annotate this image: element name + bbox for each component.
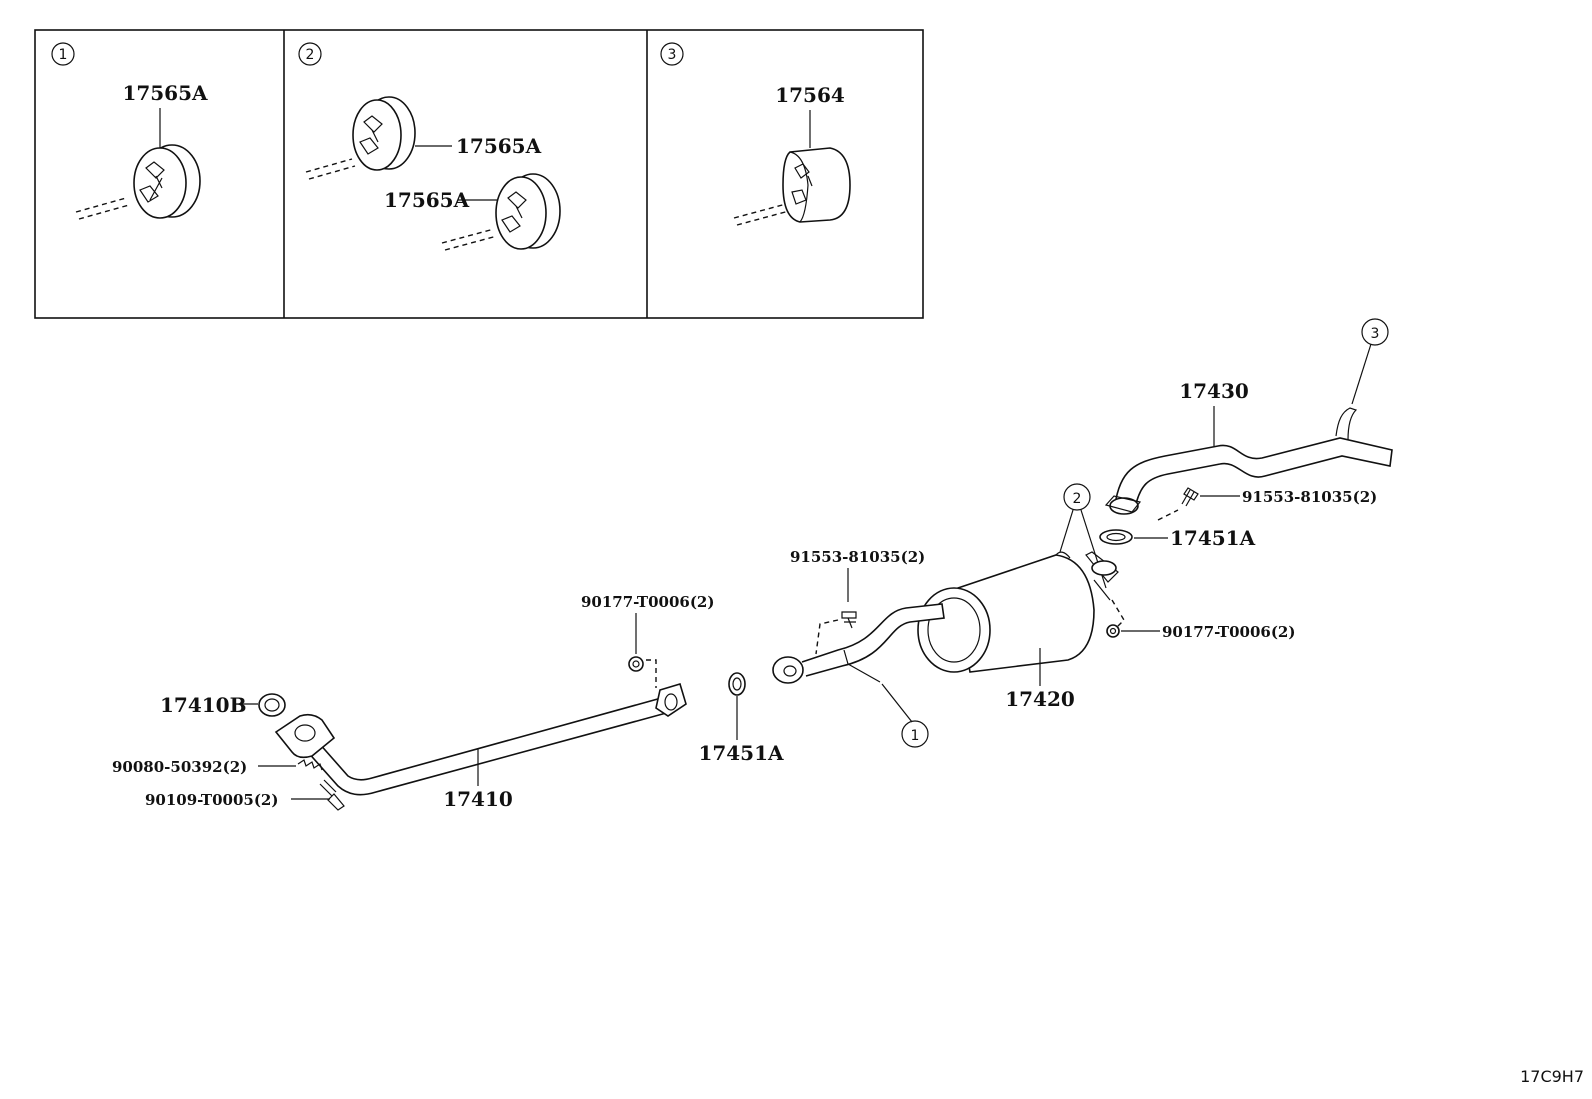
part-label-17420: 17420 [1005,687,1075,711]
spring-icon [297,759,323,771]
fastener-label: 91553-81035(2) [1242,488,1377,506]
hanger-rod-icon [305,158,356,180]
dashed-guide [646,659,657,688]
fastener-label: 90109-T0005(2) [145,791,278,809]
hanger-bracket-icon [843,649,881,683]
leader-line [881,683,913,723]
leader-line [1059,509,1074,553]
callout-circle [660,42,684,66]
callout-number: 2 [306,47,315,63]
hanger-rubber-icon [495,173,561,250]
callout-circle [298,42,322,66]
dashed-guide [1157,509,1179,521]
part-label-17451A: 17451A [698,741,784,765]
part-label-17410: 17410 [443,787,513,811]
callout-number: 1 [911,728,920,744]
flange-icon [655,683,687,717]
tail-pipe-17430 [1104,407,1393,515]
fastener-label: 91553-81035(2) [790,548,925,566]
detail-boxes [34,29,924,319]
part-label: 17565A [456,134,542,158]
muffler-inlet-pipe [772,603,945,684]
callout-circle [1361,318,1389,346]
bolt-icon [841,611,857,629]
callout-circle [51,42,75,66]
hanger-rubber-icon [782,147,851,223]
gasket-icon [258,693,286,717]
gasket-icon [728,672,746,696]
hanger-rod-icon [441,228,498,251]
bolt-icon [319,779,345,811]
fastener-label: 90177-T0006(2) [581,593,714,611]
dashed-guide [815,619,839,655]
callout-number: 2 [1073,491,1082,507]
hanger-rod-icon [75,197,130,220]
part-label-17430: 17430 [1179,379,1249,403]
fastener-label: 90080-50392(2) [112,758,247,776]
nut-icon [1106,624,1120,638]
flange-icon [772,656,804,684]
detail-box-3: 3 17564 [660,42,851,226]
detail-boxes-frame [34,29,924,319]
callout-circle [901,720,929,748]
bolt-icon [1181,487,1199,507]
gasket-icon [1099,529,1133,545]
fastener-label: 90177-T0006(2) [1162,623,1295,641]
callout-number: 3 [1371,326,1380,342]
hanger-rubber-icon [133,144,201,219]
hanger-rubber-icon [352,96,416,171]
flange-icon [274,713,336,759]
callout-number: 3 [668,47,677,63]
part-label: 17565A [122,81,208,105]
diagram-code: 17C9H7 [1520,1067,1584,1086]
front-pipe-17410 [274,683,687,796]
part-label: 17565A [384,188,470,212]
hanger-rod-icon [733,203,790,226]
detail-box-1: 1 17565A [51,42,208,220]
part-label-17410B: 17410B [160,693,246,717]
part-label: 17564 [775,83,845,107]
detail-box-2: 2 17565A 17565A [298,42,561,251]
part-label-17451A: 17451A [1170,526,1256,550]
leader-line [1351,343,1372,405]
nut-icon [628,656,644,672]
callout-circle [1063,483,1091,511]
muffler-17420 [917,551,1119,673]
callout-number: 1 [59,47,68,63]
